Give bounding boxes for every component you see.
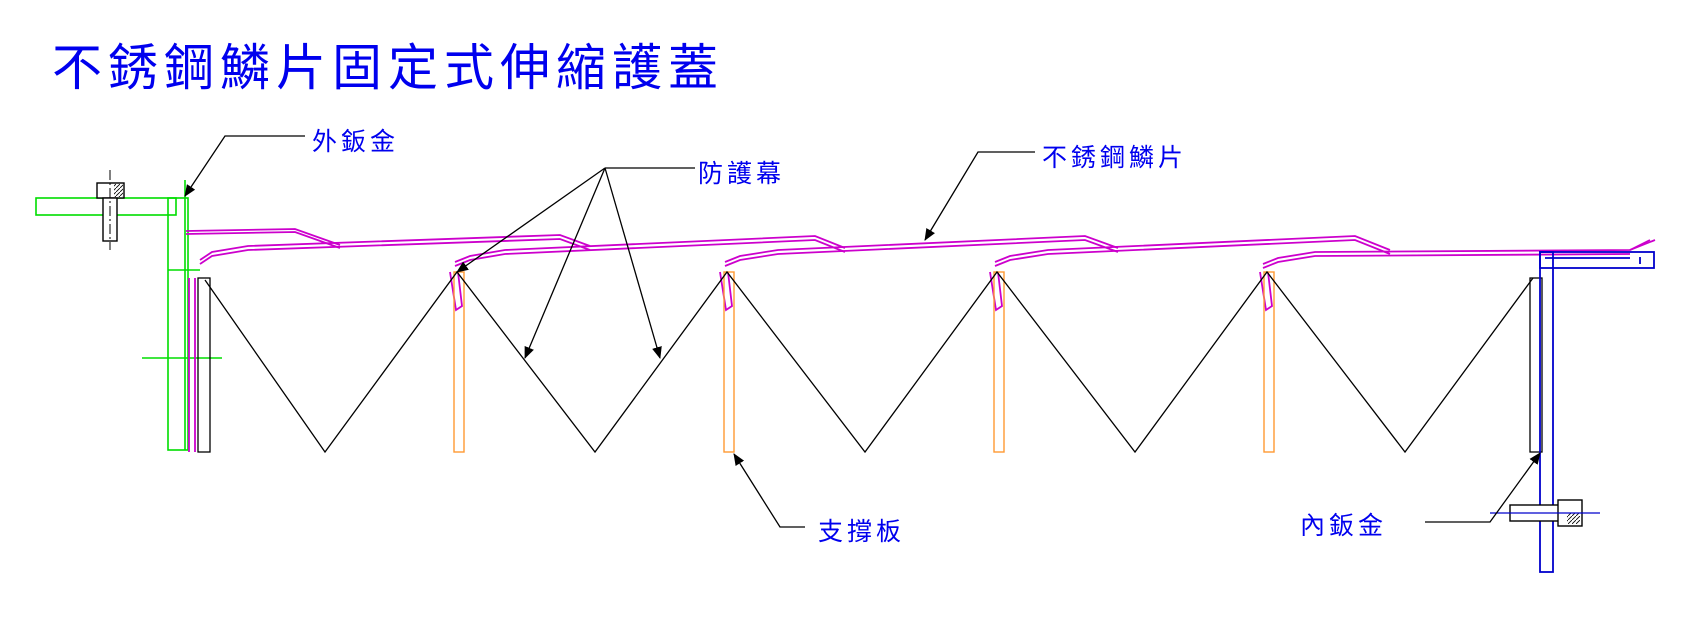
stainless-steel-scales — [185, 228, 1656, 452]
label-outer-sheet: 外鈑金 — [312, 127, 400, 156]
outer-bolt-icon — [96, 170, 125, 250]
leader-outer-sheet — [184, 135, 305, 197]
inner-sheet-metal — [1539, 251, 1655, 573]
label-support: 支撐板 — [818, 517, 906, 546]
inner-bolt-icon — [1490, 499, 1600, 527]
label-curtain: 防護幕 — [698, 159, 786, 188]
leader-curtain-support — [456, 167, 606, 273]
label-scales: 不銹鋼鱗片 — [1042, 143, 1188, 172]
leader-inner-sheet — [1425, 452, 1541, 523]
leader-support — [733, 453, 805, 528]
leader-lines — [184, 135, 1541, 528]
leader-scales — [924, 151, 1035, 241]
leader-curtain-right — [604, 167, 662, 359]
protective-curtain — [197, 270, 1543, 454]
page-title: 不銹鋼鱗片固定式伸縮護蓋 — [52, 39, 724, 97]
leader-curtain-left — [524, 167, 606, 359]
label-inner-sheet: 內鈑金 — [1300, 511, 1388, 540]
support-plates — [453, 271, 1275, 453]
